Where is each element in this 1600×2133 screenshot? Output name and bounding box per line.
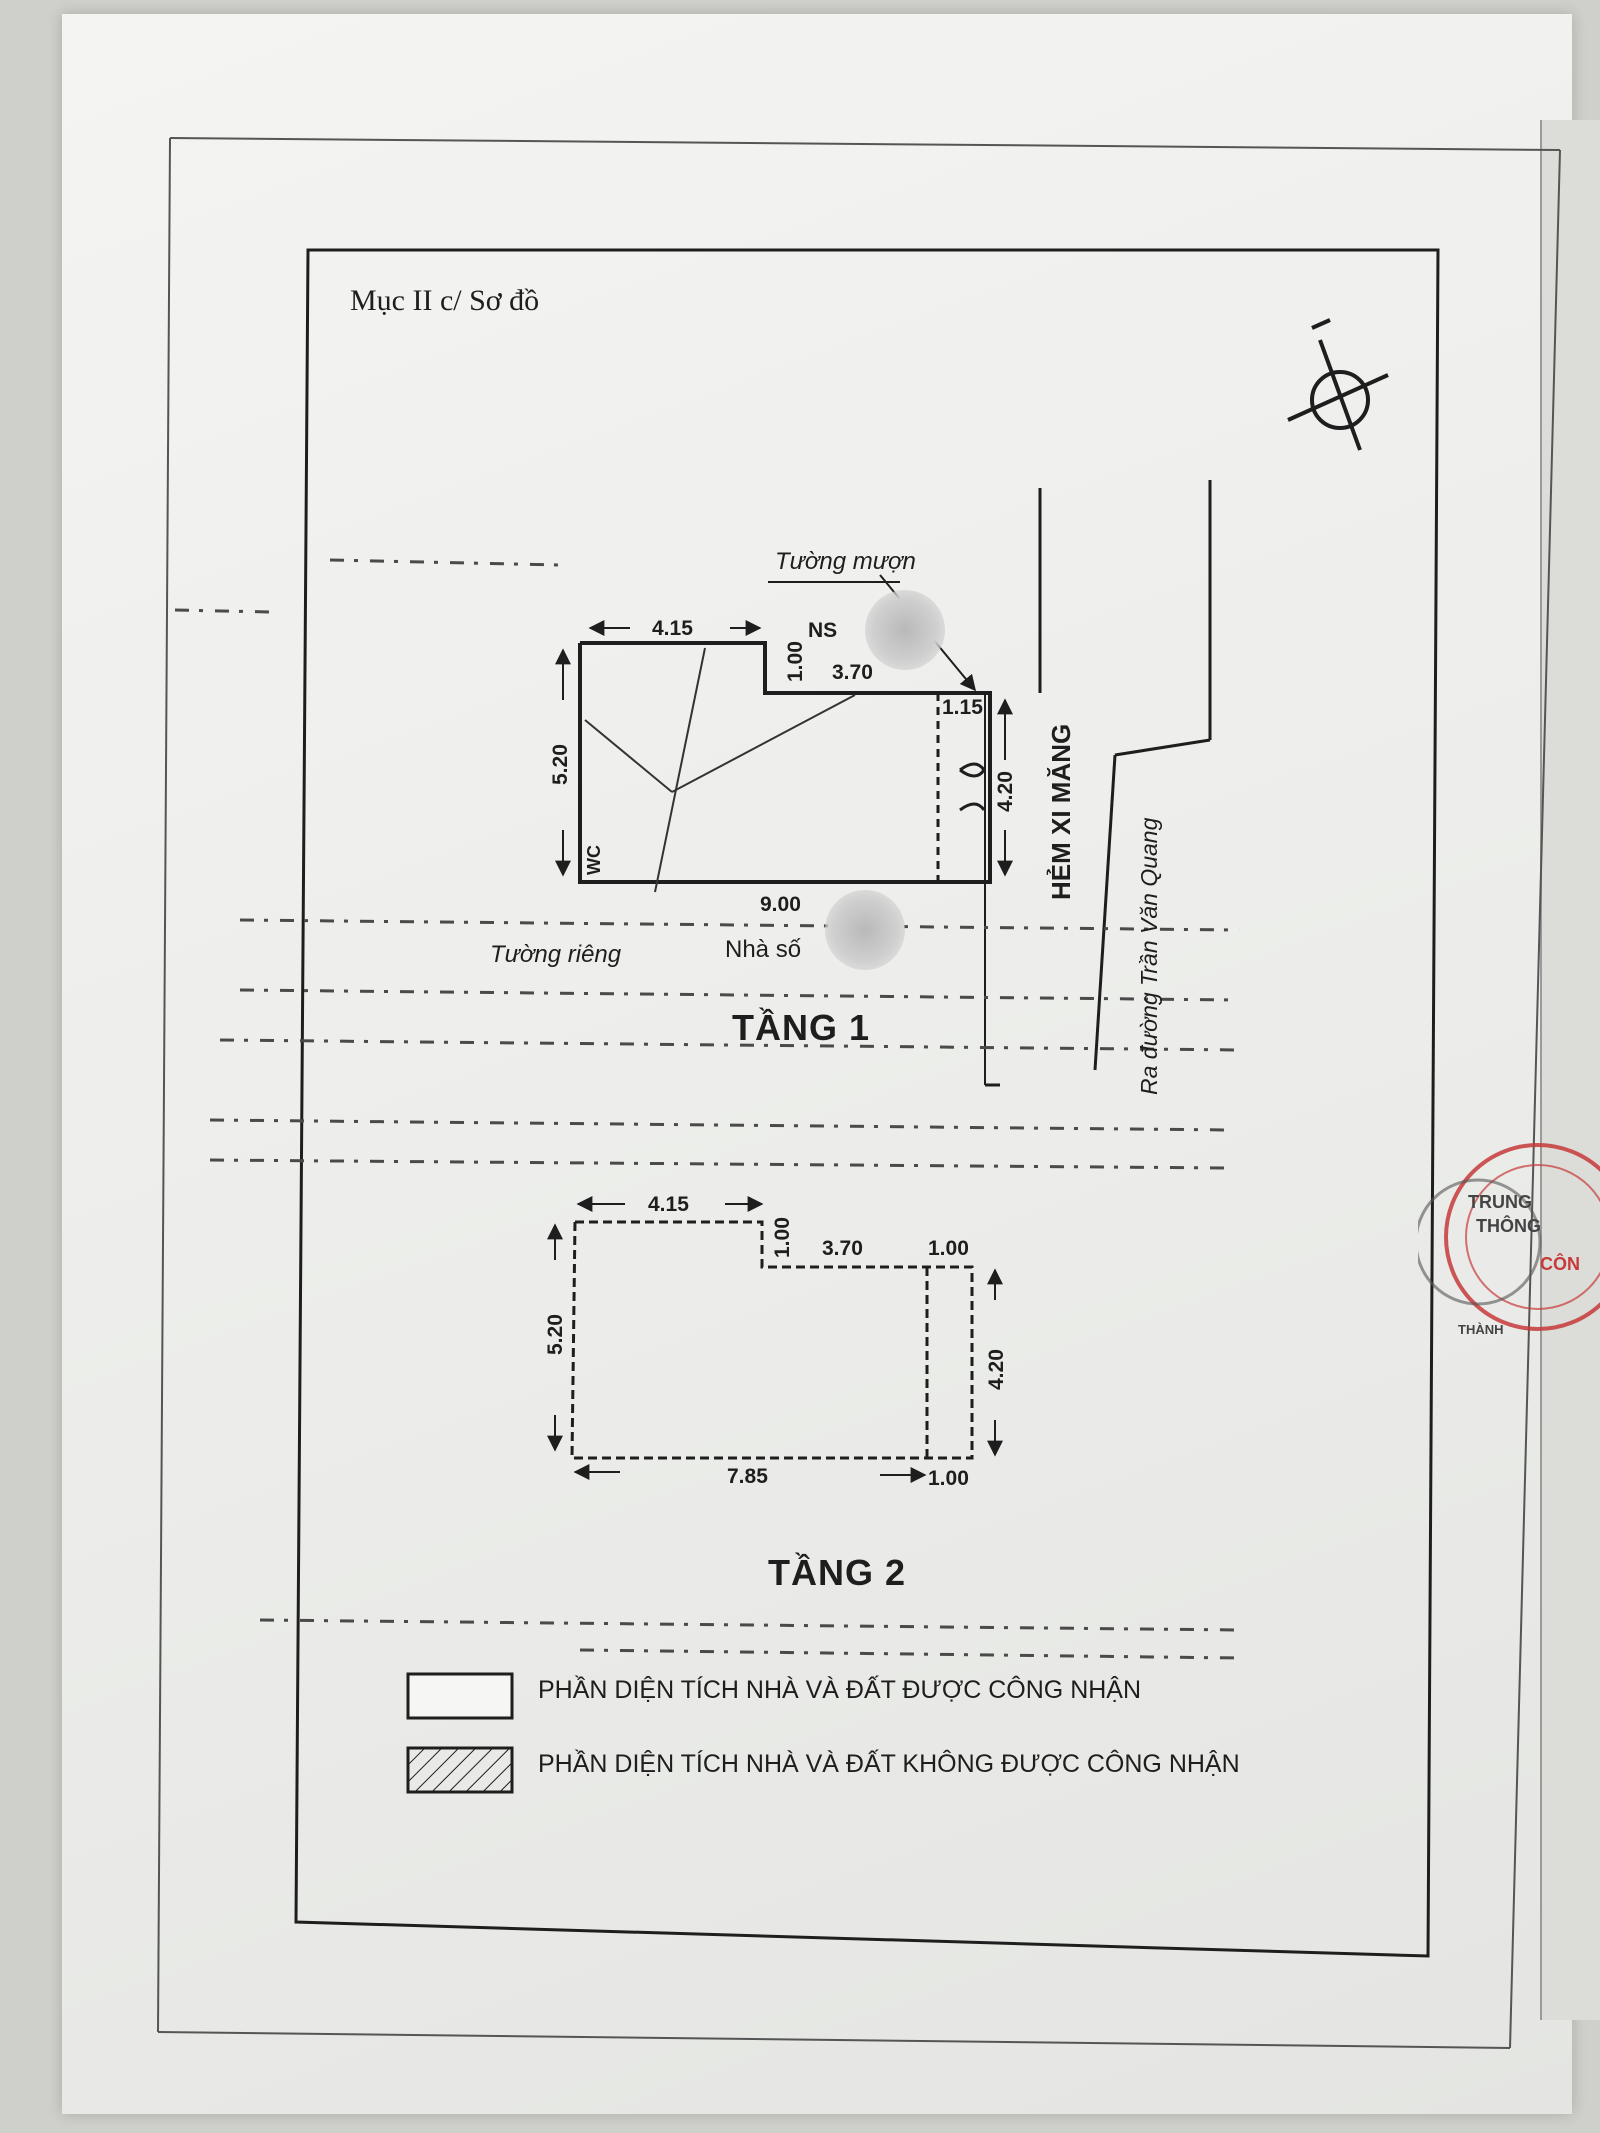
legend-swatch-recognized bbox=[406, 1672, 514, 1720]
floor2-dim-right: 4.20 bbox=[985, 1349, 1008, 1390]
floor2-dim-bottom-right: 1.00 bbox=[928, 1467, 969, 1490]
official-stamp: TRUNG THÔNG THÀNH CÔN bbox=[1414, 1132, 1600, 1342]
stamp-text-1: TRUNG bbox=[1468, 1192, 1532, 1212]
legend-recognized-label: PHẦN DIỆN TÍCH NHÀ VÀ ĐẤT ĐƯỢC CÔNG NHẬN bbox=[538, 1676, 1142, 1704]
wc-label: WC bbox=[584, 845, 604, 875]
outer-rule bbox=[157, 137, 1561, 2049]
floor1-dim-right: 4.20 bbox=[994, 771, 1017, 812]
redacted-number-1 bbox=[865, 590, 945, 670]
neighbor-label: NS bbox=[808, 619, 838, 642]
floor2-dimension-lines bbox=[547, 1196, 1003, 1483]
floor1-internal-lines bbox=[584, 647, 856, 893]
alley-label: HẺM XI MĂNG bbox=[1046, 723, 1076, 900]
floor1-dim-corner: 1.15 bbox=[942, 696, 983, 719]
page-edge bbox=[1540, 120, 1600, 2020]
floor2-title: TẦNG 2 bbox=[768, 1552, 907, 1593]
private-wall-label: Tường riêng bbox=[490, 941, 622, 968]
floor1-outline bbox=[578, 641, 992, 884]
floor2-dim-top-left: 4.15 bbox=[648, 1193, 689, 1216]
alley-boundary bbox=[985, 480, 1212, 1087]
section-heading: Mục II c/ Sơ đồ bbox=[350, 284, 540, 317]
house-number-label: Nhà số bbox=[725, 936, 802, 963]
borrowed-wall-label: Tường mượn bbox=[775, 548, 916, 575]
stamp-text-3: THÀNH bbox=[1458, 1322, 1504, 1337]
legend-not-recognized-label: PHẦN DIỆN TÍCH NHÀ VÀ ĐẤT KHÔNG ĐƯỢC CÔN… bbox=[538, 1750, 1240, 1778]
legend-swatch-not-recognized bbox=[406, 1746, 514, 1794]
drawing-frame bbox=[294, 248, 1440, 1958]
floor2-dim-left: 5.20 bbox=[544, 1314, 567, 1355]
north-arrow-icon bbox=[1287, 318, 1389, 451]
floor2-dim-corner: 1.00 bbox=[928, 1237, 969, 1260]
floor1-dim-top-right: 3.70 bbox=[832, 661, 873, 684]
floor1-dim-left: 5.20 bbox=[549, 744, 572, 785]
floor2-outline bbox=[570, 1220, 974, 1460]
floor1-dim-top-left: 4.15 bbox=[652, 617, 693, 640]
floor2-dim-bottom: 7.85 bbox=[727, 1465, 768, 1488]
floor2-dim-top-right: 3.70 bbox=[822, 1237, 863, 1260]
floor2-dim-notch: 1.00 bbox=[771, 1217, 794, 1258]
stamp-text-4: CÔN bbox=[1540, 1254, 1580, 1274]
road-label: Ra đường Trần Văn Quang bbox=[1136, 817, 1162, 1095]
floor1-dim-bottom: 9.00 bbox=[760, 893, 801, 916]
door-icon bbox=[959, 762, 986, 812]
floor1-dim-notch: 1.00 bbox=[784, 641, 807, 682]
scan-noise bbox=[174, 558, 1241, 1660]
floor1-title: TẦNG 1 bbox=[732, 1007, 871, 1048]
document-page bbox=[62, 14, 1572, 2114]
stamp-text-2: THÔNG bbox=[1476, 1216, 1541, 1236]
redacted-number-2 bbox=[825, 890, 905, 970]
